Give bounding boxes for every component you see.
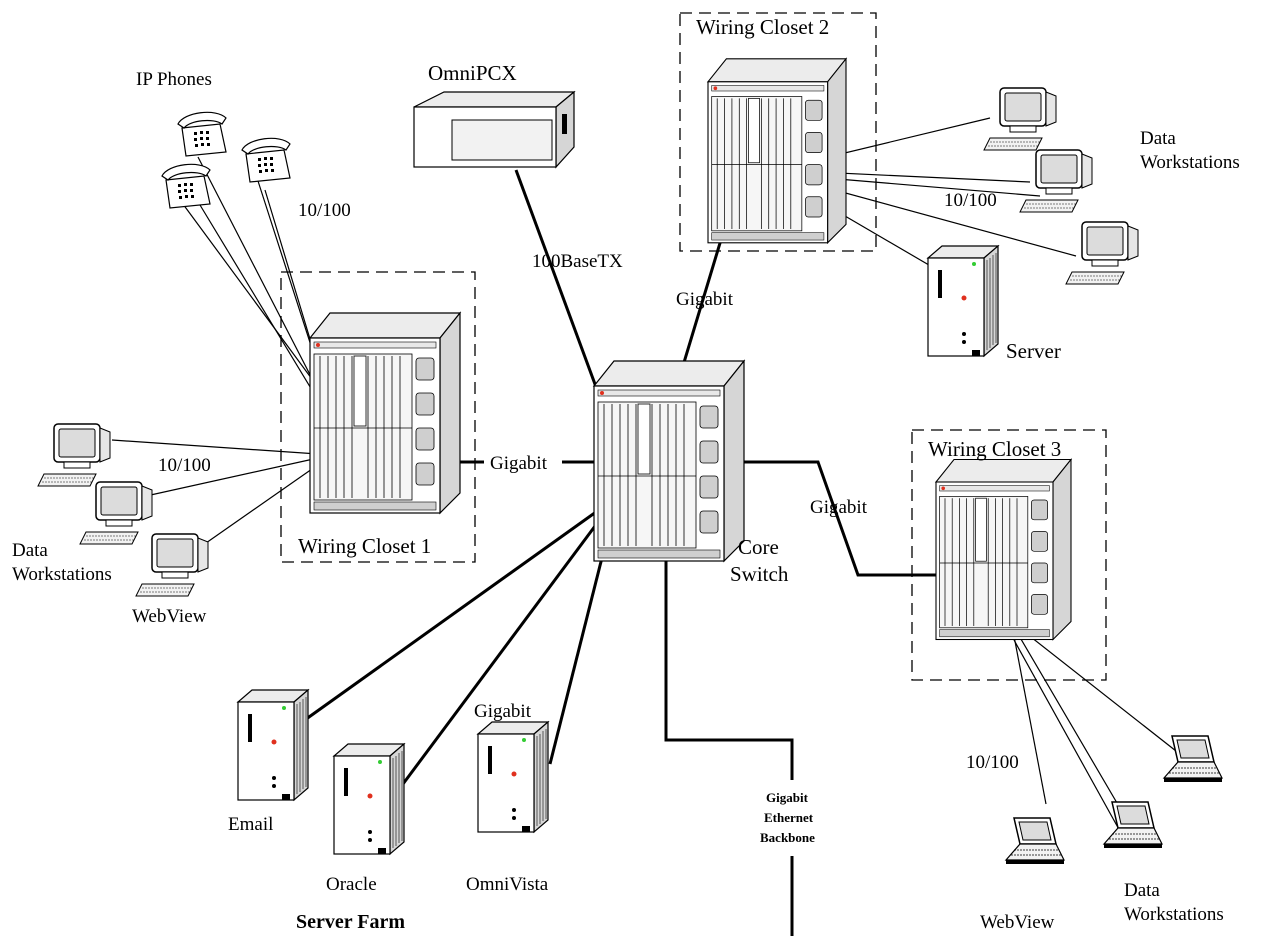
server-oracle — [333, 743, 405, 855]
label-gigabit-server-farm: Gigabit — [474, 701, 532, 722]
link-wc3-laptop-2 — [1013, 639, 1127, 843]
link-wc3-laptop-3 — [1017, 633, 1135, 833]
label-wiring-closet-1: Wiring Closet 1 — [298, 534, 431, 558]
label-omnipcx: OmniPCX — [428, 61, 517, 85]
label-email: Email — [228, 814, 273, 835]
laptop-webview-right — [1005, 817, 1065, 865]
label-speed-wc3-ws: 10/100 — [966, 752, 1019, 773]
label-backbone-2: Ethernet — [764, 810, 814, 825]
label-server-farm: Server Farm — [296, 911, 405, 933]
label-gigabit-wc2: Gigabit — [676, 289, 734, 310]
workstation-webview-left — [135, 533, 209, 597]
label-data-ws-br-1: Data — [1124, 880, 1160, 901]
label-gigabit-wc3: Gigabit — [810, 497, 868, 518]
label-data-ws-left-2: Workstations — [12, 564, 112, 585]
link-core-wc3 — [724, 460, 960, 577]
ip-phone-2 — [241, 137, 291, 183]
link-ws-left-3 — [195, 461, 323, 551]
workstation-tr-2 — [1019, 149, 1093, 213]
core-switch — [593, 360, 745, 562]
label-ip-phones: IP Phones — [136, 69, 212, 90]
laptop-1 — [1163, 735, 1223, 783]
wiring-closet-2-switch — [707, 58, 847, 244]
ip-phone-3 — [161, 163, 211, 209]
ip-phone-1 — [177, 111, 227, 157]
omnipcx-device — [413, 90, 576, 169]
wiring-closet-1-box — [280, 271, 476, 563]
server-wc2 — [927, 245, 999, 357]
label-oracle: Oracle — [326, 874, 377, 895]
workstation-tr-1 — [983, 87, 1057, 151]
label-data-ws-br-2: Workstations — [1124, 904, 1224, 925]
label-data-ws-tr-2: Workstations — [1140, 152, 1240, 173]
server-omnivista — [477, 721, 549, 833]
label-wiring-closet-2: Wiring Closet 2 — [696, 15, 829, 39]
link-wc3-laptop-4 — [1021, 629, 1191, 763]
label-wiring-closet-3: Wiring Closet 3 — [928, 437, 1061, 461]
link-phone-3 — [179, 199, 321, 391]
laptop-2 — [1103, 801, 1163, 849]
wiring-closet-1-switch — [309, 312, 461, 514]
wiring-closet-3-box — [911, 429, 1107, 681]
workstation-left-1 — [37, 423, 111, 487]
label-backbone-3: Backbone — [760, 830, 815, 845]
link-phone-5 — [199, 204, 319, 401]
label-speed-wc2-ws: 10/100 — [944, 190, 997, 211]
link-email-core — [301, 510, 597, 724]
wiring-closet-2-box — [679, 12, 877, 252]
label-webview-left: WebView — [132, 606, 207, 627]
label-server: Server — [1006, 339, 1061, 363]
server-email — [237, 689, 309, 801]
link-phone-1 — [197, 156, 323, 399]
label-data-ws-tr-1: Data — [1140, 128, 1176, 149]
wiring-closet-3-switch — [935, 458, 1072, 641]
label-speed-left-ws: 10/100 — [158, 455, 211, 476]
label-backbone-1: Gigabit — [766, 790, 809, 805]
label-speed-phones: 10/100 — [298, 200, 351, 221]
link-oracle-core — [398, 513, 606, 789]
link-wc3-laptop-1 — [1013, 635, 1047, 805]
workstation-tr-3 — [1065, 221, 1139, 285]
workstation-left-2 — [79, 481, 153, 545]
label-data-ws-left-1: Data — [12, 540, 48, 561]
link-backbone — [664, 540, 794, 780]
link-ws-left-2 — [127, 457, 319, 501]
link-ws-left-1 — [111, 439, 319, 455]
label-core-2: Switch — [730, 562, 789, 586]
label-core-1: Core — [738, 535, 779, 559]
label-webview-right: WebView — [980, 912, 1055, 933]
label-omnivista: OmniVista — [466, 874, 549, 895]
label-gigabit-wc1: Gigabit — [490, 453, 548, 474]
label-100basetx: 100BaseTX — [532, 251, 623, 272]
